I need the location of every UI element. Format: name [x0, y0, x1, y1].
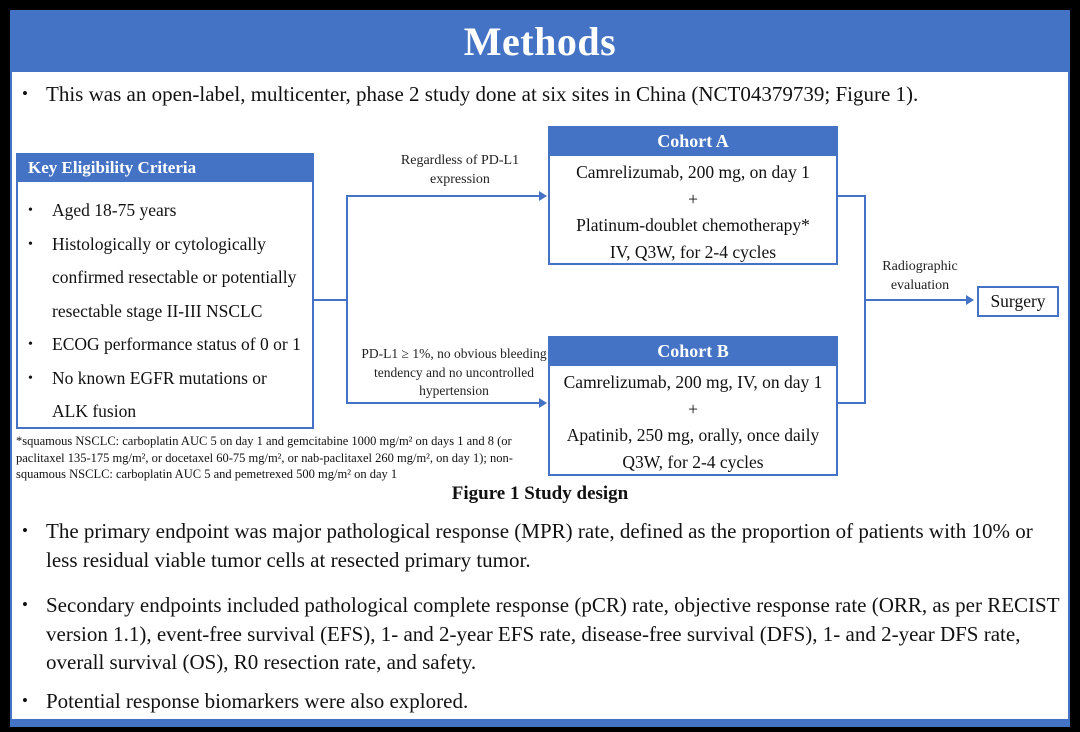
bullet-marker-icon: •	[28, 203, 33, 218]
secondary-endpoint-bullet: • Secondary endpoints included pathologi…	[22, 591, 1062, 677]
surgery-box: Surgery	[977, 286, 1059, 317]
bullet-marker-icon: •	[28, 337, 33, 352]
eligibility-item-text: No known EGFR mutations or ALK fusion	[52, 367, 267, 422]
biomarkers-text: Potential response biomarkers were also …	[46, 689, 469, 713]
connector-to-surgery	[864, 299, 967, 301]
bullet-marker-icon: •	[22, 521, 28, 540]
cohort-b-line: +	[688, 398, 698, 419]
eligibility-list: • Aged 18-75 years • Histologically or c…	[18, 182, 312, 429]
cohort-a-header: Cohort A	[550, 128, 836, 156]
eligibility-item: • Aged 18-75 years	[28, 194, 306, 228]
cohort-a-line: +	[688, 188, 698, 209]
intro-text: This was an open-label, multicenter, pha…	[46, 82, 919, 106]
bullet-marker-icon: •	[22, 84, 28, 103]
eligibility-item: • Histologically or cytologically confir…	[28, 228, 306, 329]
arrow-right-icon	[966, 295, 974, 305]
cohort-a-line: Camrelizumab, 200 mg, on day 1	[576, 162, 810, 182]
branch-bottom-label: PD-L1 ≥ 1%, no obvious bleeding tendency…	[361, 346, 547, 398]
bullet-marker-icon: •	[28, 370, 33, 386]
cohort-b-box: Cohort B Camrelizumab, 200 mg, IV, on da…	[548, 336, 838, 476]
slide-bottom-bar	[10, 719, 1070, 727]
primary-endpoint-bullet: • The primary endpoint was major patholo…	[22, 517, 1062, 574]
slide-title-bar: Methods	[10, 10, 1070, 72]
arrow-right-icon	[539, 398, 547, 408]
bullet-marker-icon: •	[22, 691, 28, 710]
page-title: Methods	[463, 18, 617, 64]
biomarkers-bullet: • Potential response biomarkers were als…	[22, 687, 1062, 716]
cohort-b-line: Apatinib, 250 mg, orally, once daily	[566, 425, 820, 445]
eligibility-box: Key Eligibility Criteria • Aged 18-75 ye…	[16, 153, 314, 429]
eligibility-header: Key Eligibility Criteria	[18, 155, 312, 182]
eligibility-item-text: ECOG performance status of 0 or 1	[52, 334, 301, 354]
connector-cohort-a-out	[838, 195, 866, 197]
bullet-marker-icon: •	[22, 595, 28, 614]
connector-branch-top	[346, 195, 540, 197]
eligibility-item: • No known EGFR mutations or ALK fusion	[28, 362, 306, 429]
cohort-a-line: Platinum-doublet chemotherapy*	[576, 215, 810, 235]
cohort-a-line: IV, Q3W, for 2-4 cycles	[609, 241, 777, 262]
eligibility-item-text: Histologically or cytologically confirme…	[52, 233, 297, 321]
cohort-a-body: Camrelizumab, 200 mg, on day 1 + Platinu…	[550, 156, 836, 265]
figure-caption: Figure 1 Study design	[451, 483, 629, 504]
branch-top-label: Regardless of PD-L1 expression	[400, 153, 520, 187]
arrow-right-icon	[539, 191, 547, 201]
cohort-b-header: Cohort B	[550, 338, 836, 366]
cohort-a-box: Cohort A Camrelizumab, 200 mg, on day 1 …	[548, 126, 838, 265]
eligibility-item-text: Aged 18-75 years	[52, 200, 177, 220]
bullet-marker-icon: •	[28, 236, 33, 252]
connector-cohort-b-out	[838, 402, 866, 404]
chemotherapy-footnote: *squamous NSCLC: carboplatin AUC 5 on da…	[16, 434, 513, 481]
eligibility-item: • ECOG performance status of 0 or 1	[28, 328, 306, 362]
connector-branch-bottom	[346, 402, 540, 404]
connector-left-trunk	[346, 195, 348, 404]
cohort-b-line: Q3W, for 2-4 cycles	[622, 451, 764, 472]
connector-eligibility-out	[313, 299, 348, 301]
cohort-b-line: Camrelizumab, 200 mg, IV, on day 1	[563, 372, 823, 392]
cohort-b-body: Camrelizumab, 200 mg, IV, on day 1 + Apa…	[550, 366, 836, 475]
primary-endpoint-text: The primary endpoint was major pathologi…	[46, 519, 1033, 572]
radiographic-evaluation-label: Radiographic evaluation	[882, 259, 958, 293]
intro-bullet: • This was an open-label, multicenter, p…	[22, 80, 1062, 109]
secondary-endpoint-text: Secondary endpoints included pathologica…	[46, 593, 1060, 674]
